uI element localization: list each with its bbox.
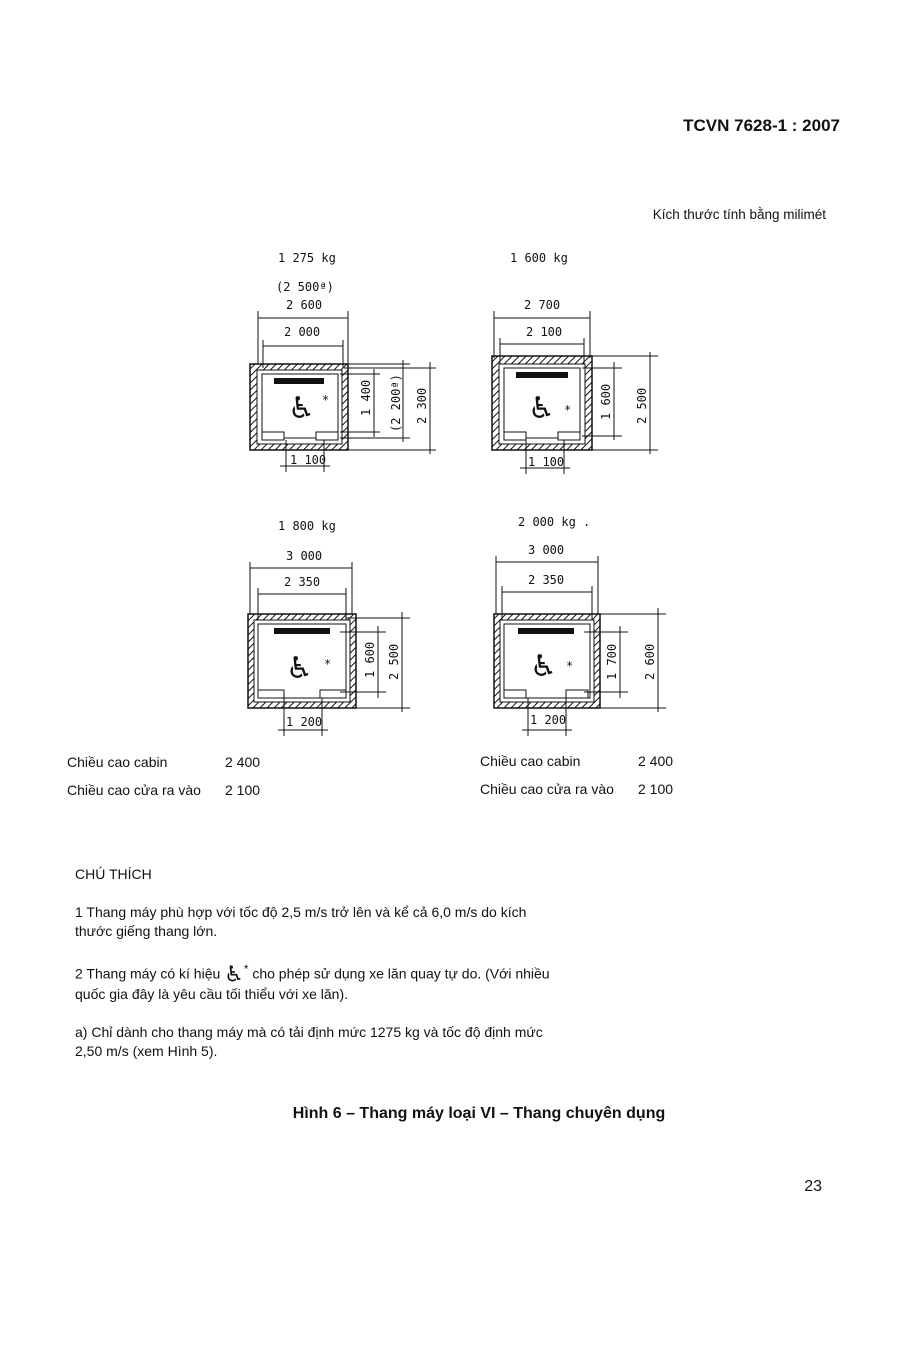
outer-width-label: 3 000	[528, 543, 564, 557]
inner-width-label: 2 350	[284, 575, 320, 589]
lift-plan-drawing: 1 800 kg 3 000 2 350 ♿ * 1 200 1 600 2 5…	[247, 519, 410, 736]
door-width-label: 1 100	[290, 453, 326, 467]
star-icon: *	[564, 403, 571, 417]
outer-depth-label: 2 300	[415, 388, 429, 424]
door-width-label: 1 200	[286, 715, 322, 729]
heights-right: Chiều cao cabin 2 400 Chiều cao cửa ra v…	[480, 747, 673, 803]
door-height-value: 2 100	[638, 781, 674, 797]
lift-plan-2000kg: 2 000 kg . 3 000 2 350 ♿ * 1 200 1 700 2…	[484, 508, 744, 758]
cabin	[503, 623, 591, 699]
note-a: a) Chỉ dành cho thang máy mà có tải định…	[75, 1024, 543, 1059]
cabin	[503, 367, 581, 439]
cabin-height-value: 2 400	[225, 754, 261, 770]
outer-width-label: 3 000	[286, 549, 322, 563]
star-icon: *	[322, 393, 329, 407]
lift-plan-1600kg: 1 600 kg 2 700 2 100 ♿ * 1 100 1 600 2 5…	[482, 244, 742, 494]
inner-width-label: 2 350	[528, 573, 564, 587]
outer-depth-label: 2 500	[387, 644, 401, 680]
cabin-height-value: 2 400	[638, 753, 674, 769]
note-1: 1 Thang máy phù hợp với tốc độ 2,5 m/s t…	[75, 904, 527, 939]
outer-width-label: 2 600	[286, 298, 322, 312]
standard-id: TCVN 7628-1 : 2007	[683, 116, 840, 135]
lift-plan-1275kg: 1 275 kg (2 500ª) 2 600 2 000 ♿ * 1 100 …	[240, 244, 500, 494]
door-width-label: 1 100	[528, 455, 564, 469]
load-label: 1 275 kg	[278, 251, 336, 265]
cabin-height-row: Chiều cao cabin 2 400	[480, 747, 673, 775]
wheelchair-icon: ♿	[528, 391, 555, 426]
alt-depth-label: (2 200ª)	[389, 374, 403, 432]
door-height-label: Chiều cao cửa ra vào	[480, 781, 614, 797]
note-2-suffix: cho phép sử dụng xe lăn quay tự do. (Với…	[75, 965, 550, 1002]
cabin	[261, 373, 339, 439]
inner-depth-label: 1 400	[359, 380, 373, 416]
load-label: 1 600 kg	[510, 251, 568, 265]
cabin-height-row: Chiều cao cabin 2 400	[67, 748, 260, 776]
wheelchair-icon: ♿	[224, 962, 244, 988]
inner-depth-label: 1 600	[599, 384, 613, 420]
cabin	[257, 623, 347, 699]
inner-depth-label: 1 600	[363, 642, 377, 678]
inner-width-label: 2 100	[526, 325, 562, 339]
inner-depth-label: 1 700	[605, 644, 619, 680]
inner-width-label: 2 000	[284, 325, 320, 339]
load-label: 1 800 kg	[278, 519, 336, 533]
lift-plan-drawing: 1 600 kg 2 700 2 100 ♿ * 1 100 1 600 2 5…	[491, 251, 658, 474]
page-number: 23	[804, 1178, 822, 1195]
door-height-row: Chiều cao cửa ra vào 2 100	[480, 775, 673, 803]
wheelchair-icon: ♿	[530, 649, 557, 684]
figure-caption: Hình 6 – Thang máy loại VI – Thang chuyê…	[292, 1105, 666, 1122]
lift-plan-1800kg: 1 800 kg 3 000 2 350 ♿ * 1 200 1 600 2 5…	[240, 508, 500, 758]
star-icon: *	[324, 657, 331, 671]
outer-width-label: 2 700	[524, 298, 560, 312]
outer-depth-label: 2 600	[643, 644, 657, 680]
door-height-label: Chiều cao cửa ra vào	[67, 782, 201, 798]
outer-depth-label: 2 500	[635, 388, 649, 424]
door-height-row: Chiều cao cửa ra vào 2 100	[67, 776, 260, 804]
note-2: 2 Thang máy có kí hiệu ♿* cho phép sử dụ…	[75, 960, 555, 1004]
note-2-prefix: 2 Thang máy có kí hiệu	[75, 965, 221, 982]
cabin-height-label: Chiều cao cabin	[480, 753, 581, 769]
star-icon: *	[566, 659, 573, 673]
units-note: Kích thước tính bằng milimét	[652, 207, 826, 222]
wheelchair-icon: ♿	[288, 391, 315, 426]
cabin-height-label: Chiều cao cabin	[67, 754, 168, 770]
door-width-label: 1 200	[530, 713, 566, 727]
lift-plan-drawing: 1 275 kg (2 500ª) 2 600 2 000 ♿ * 1 100 …	[249, 251, 436, 472]
alt-width-label: (2 500ª)	[276, 280, 334, 294]
wheelchair-icon: ♿	[286, 651, 313, 686]
lift-plan-drawing: 2 000 kg . 3 000 2 350 ♿ * 1 200 1 700 2…	[493, 515, 666, 736]
star-icon: *	[243, 963, 249, 976]
door-height-value: 2 100	[225, 782, 261, 798]
load-label: 2 000 kg .	[518, 515, 590, 529]
heights-left: Chiều cao cabin 2 400 Chiều cao cửa ra v…	[67, 748, 260, 804]
notes-title: CHÚ THÍCH	[75, 866, 152, 882]
